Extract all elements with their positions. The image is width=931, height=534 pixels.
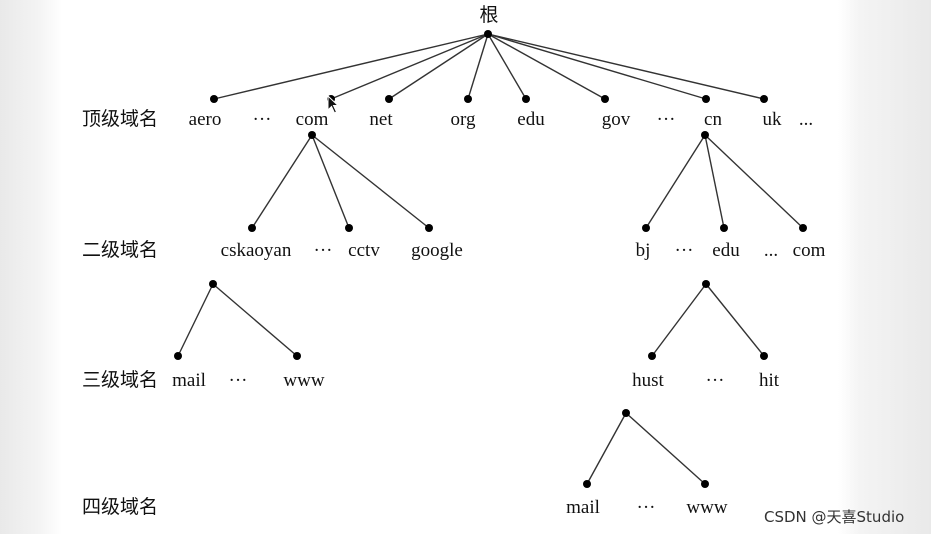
third-level-cskaoyan-node [174,352,182,360]
edge-com-to-second-level [251,134,313,229]
third-level-cskaoyan-label: www [283,370,324,391]
top-level-label: ··· [657,109,676,130]
edge-cn-to-second-level [645,134,706,229]
edge-root-to-top-level [213,33,489,100]
top-level-node [385,95,393,103]
third-level-cskaoyan-label: mail [172,370,206,391]
top-level-label: cn [704,109,722,130]
top-level-label: ··· [253,109,272,130]
fourth-level-hust-label: www [686,497,727,518]
top-level-label: gov [602,109,631,130]
edge-root-to-top-level [487,33,765,100]
edge-edu-to-third-level [705,283,765,357]
second-level-cn-node [799,224,807,232]
top-level-node [601,95,609,103]
third-level-edu-label: hust [632,370,664,391]
watermark: CSDN @天喜Studio [764,508,905,526]
second-level-com-label: cctv [348,240,380,261]
fourth-level-hust-label: mail [566,497,600,518]
second-level-cn-node [720,224,728,232]
mouse-cursor-icon [327,95,340,114]
second-level-com-node [248,224,256,232]
edge-cskaoyan-to-third-level [212,283,298,357]
root-node [484,30,492,38]
edge-root-to-top-level [487,33,527,100]
second-level-cn-label: com [793,240,826,261]
cskaoyan-branch-node [209,280,217,288]
top-level-node [464,95,472,103]
third-level-edu-node [648,352,656,360]
second-level-com-node [345,224,353,232]
second-level-cn-label: edu [712,240,740,261]
top-level-node [702,95,710,103]
top-level-node [760,95,768,103]
tree-edges [177,33,804,485]
level-label-1: 顶级域名 [82,108,158,130]
edge-root-to-top-level [330,33,489,100]
edge-root-to-top-level [467,33,489,100]
top-level-label: edu [517,109,545,130]
second-level-cn-label: ... [764,240,778,261]
edge-hust-to-fourth-level [625,412,706,485]
second-level-com-label: cskaoyan [221,240,292,261]
second-level-cn-label: bj [636,240,651,261]
fourth-level-hust-node [701,480,709,488]
second-level-com-label: ··· [314,240,333,261]
top-level-label: aero [189,109,222,130]
top-level-label: org [451,109,476,130]
hust-branch-node [622,409,630,417]
second-level-cn-label: ··· [675,240,694,261]
edge-com-to-second-level [311,134,350,229]
level-label-4: 四级域名 [82,496,158,518]
edge-root-to-top-level [388,33,489,100]
edge-cn-to-second-level [704,134,725,229]
second-level-com-label: google [411,240,463,261]
top-level-node [210,95,218,103]
second-level-com-node [425,224,433,232]
root-label: 根 [479,4,498,26]
top-level-label: com [296,109,329,130]
third-level-cskaoyan-label: ··· [229,370,248,391]
level-label-2: 二级域名 [82,239,158,261]
top-level-label: uk [763,109,783,130]
edge-hust-to-fourth-level [586,412,627,485]
fourth-level-hust-node [583,480,591,488]
edge-cn-to-second-level [704,134,804,229]
top-level-label: ... [799,109,813,130]
level-label-3: 三级域名 [82,369,158,391]
third-level-edu-node [760,352,768,360]
top-level-node [522,95,530,103]
com-branch-node [308,131,316,139]
edge-root-to-top-level [487,33,707,100]
edu-branch-node [702,280,710,288]
fourth-level-hust-label: ··· [637,497,656,518]
top-level-label: net [369,109,393,130]
edge-cskaoyan-to-third-level [177,283,214,357]
third-level-edu-label: ··· [706,370,725,391]
cn-branch-node [701,131,709,139]
edge-root-to-top-level [487,33,606,100]
third-level-cskaoyan-node [293,352,301,360]
edge-com-to-second-level [311,134,430,229]
third-level-edu-label: hit [759,370,780,391]
second-level-cn-node [642,224,650,232]
edge-edu-to-third-level [651,283,707,357]
